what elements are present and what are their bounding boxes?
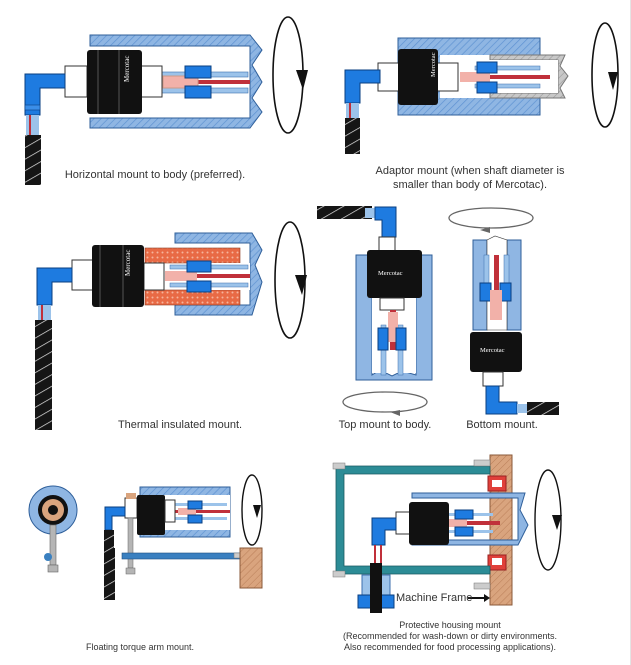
caption-line: smaller than body of Mercotac).	[392, 179, 548, 191]
caption-line: Also recommended for food processing app…	[343, 642, 557, 652]
mercotac-connector: Mercotac	[367, 250, 422, 298]
caption-line: (Recommended for wash-down or dirty envi…	[342, 631, 558, 641]
caption-adaptor-mount: Adaptor mount (when shaft diameter is sm…	[360, 164, 580, 192]
diagram-adaptor-mount: Mercotac	[344, 22, 619, 154]
caption-bottom-mount: Bottom mount.	[466, 419, 538, 431]
diagram-protective-housing	[332, 454, 562, 613]
protective-housing-frame	[332, 459, 491, 590]
diagram-horizontal-mount: Mercotac	[24, 16, 308, 185]
mercotac-connector	[409, 502, 449, 545]
rotation-arrow-icon	[342, 391, 428, 416]
mercotac-connector: Mercotac	[87, 50, 142, 114]
wire-terminals	[161, 65, 250, 99]
callout-machine-frame: Machine Frame	[396, 592, 473, 604]
end-view	[28, 485, 78, 573]
caption-top-mount: Top mount to body.	[338, 419, 432, 431]
brand-logo: Mercotac	[123, 56, 131, 82]
caption-floating-torque-arm: Floating torque arm mount.	[85, 642, 195, 652]
rotation-arrow-icon	[272, 16, 308, 134]
cable-wires	[26, 115, 39, 135]
brand-logo: Mercotac	[124, 250, 132, 276]
shaft-housing	[89, 34, 263, 129]
brand-logo: Mercotac	[430, 52, 437, 77]
collar	[139, 65, 163, 98]
collar	[64, 65, 88, 98]
caption-line: Adaptor mount (when shaft diameter is	[375, 165, 565, 177]
rotation-arrow-icon	[448, 207, 534, 233]
elbow-connector	[24, 73, 66, 116]
diagram-thermal-mount: Mercotac	[35, 221, 307, 430]
cable	[370, 563, 382, 613]
spiral-cable	[25, 135, 41, 185]
rotation-arrow-icon	[591, 22, 619, 128]
brand-logo: Mercotac	[480, 347, 505, 354]
diagram-bottom-mount: Mercotac	[448, 207, 559, 415]
caption-thermal-mount: Thermal insulated mount.	[117, 419, 243, 431]
rotation-arrow-icon	[241, 474, 263, 546]
brand-logo: Mercotac	[378, 270, 403, 277]
mercotac-connector: Mercotac	[398, 49, 438, 105]
rotation-arrow-icon	[534, 469, 562, 571]
torque-arm	[121, 552, 243, 560]
caption-protective-housing: Protective housing mount (Recommended fo…	[330, 620, 570, 653]
rotation-arrow-icon	[274, 221, 307, 339]
mercotac-connector: Mercotac	[92, 245, 144, 307]
arrow-icon	[468, 594, 490, 602]
mercotac-connector: Mercotac	[470, 332, 522, 372]
diagram-floating-torque-arm	[28, 474, 263, 600]
diagram-top-mount: Mercotac	[317, 206, 433, 416]
caption-horizontal-mount: Horizontal mount to body (preferred).	[64, 169, 246, 181]
machine-frame	[239, 547, 263, 589]
caption-line: Protective housing mount	[399, 620, 501, 630]
